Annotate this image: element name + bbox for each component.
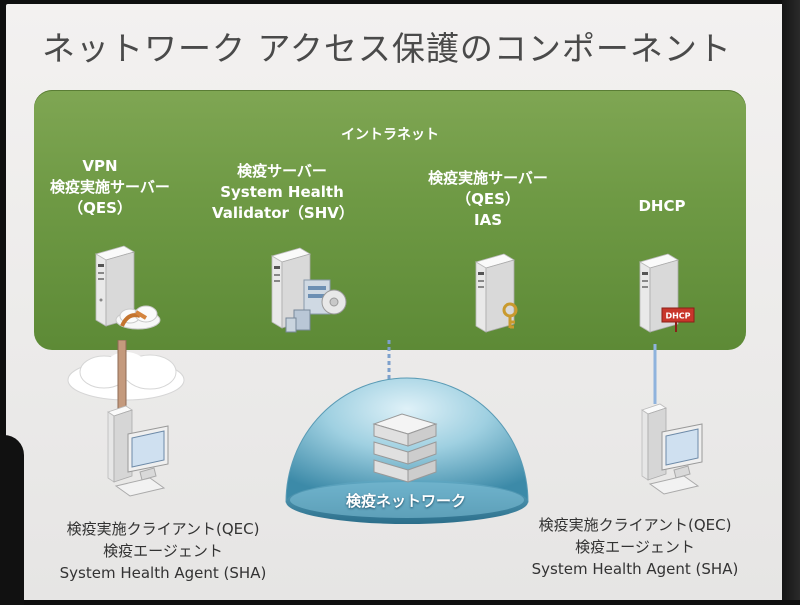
vpn-server-label-line3: （QES） bbox=[68, 199, 132, 217]
left-client-label-line2: 検疫エージェント bbox=[103, 542, 223, 560]
ias-server-label-line3: IAS bbox=[474, 211, 502, 229]
shv-server-icon bbox=[271, 247, 347, 333]
right-client-label-line2: 検疫エージェント bbox=[575, 538, 695, 556]
shv-server-label-line3: Validator（SHV） bbox=[212, 204, 354, 222]
vpn-server-label-line2: 検疫実施サーバー bbox=[50, 178, 170, 196]
shv-server-label-line1: 検疫サーバー bbox=[237, 162, 327, 180]
left-client-label: 検疫実施クライアント(QEC) 検疫エージェント System Health A… bbox=[28, 518, 298, 584]
vpn-server-icon bbox=[95, 245, 161, 330]
dhcp-server-label-line1: DHCP bbox=[638, 197, 686, 215]
ias-server-label-line1: 検疫実施サーバー bbox=[428, 169, 548, 187]
ias-server-icon bbox=[475, 253, 518, 333]
right-client-label-line1: 検疫実施クライアント(QEC) bbox=[538, 516, 732, 534]
quarantine-server-stack-icon bbox=[372, 413, 438, 483]
quarantine-link-dotted bbox=[387, 340, 391, 382]
left-client-label-line1: 検疫実施クライアント(QEC) bbox=[66, 520, 260, 538]
left-client-computer-icon bbox=[107, 405, 169, 497]
dhcp-server-label: DHCP bbox=[622, 196, 702, 217]
projector-edge bbox=[782, 0, 800, 600]
shv-server-label: 検疫サーバー System Health Validator（SHV） bbox=[212, 161, 354, 224]
right-client-label: 検疫実施クライアント(QEC) 検疫エージェント System Health A… bbox=[500, 514, 770, 580]
dhcp-badge-text: DHCP bbox=[665, 312, 690, 321]
right-client-computer-icon bbox=[641, 403, 703, 495]
quarantine-network-dome bbox=[285, 377, 529, 524]
quarantine-network-label: 検疫ネットワーク bbox=[345, 492, 466, 510]
ias-server-label-line2: （QES） bbox=[456, 190, 520, 208]
vpn-server-label: VPN 検疫実施サーバー （QES） bbox=[50, 156, 170, 219]
dhcp-server-icon: DHCP bbox=[639, 253, 695, 333]
vpn-tunnel bbox=[67, 340, 185, 411]
audience-silhouette bbox=[0, 435, 24, 605]
shv-server-label-line2: System Health bbox=[220, 183, 344, 201]
vpn-server-label-line1: VPN bbox=[82, 157, 118, 175]
left-client-label-line3: System Health Agent (SHA) bbox=[59, 564, 267, 582]
ias-server-label: 検疫実施サーバー （QES） IAS bbox=[418, 168, 558, 231]
intranet-panel: イントラネット bbox=[34, 90, 746, 350]
dhcp-client-link bbox=[653, 344, 657, 404]
intranet-label: イントラネット bbox=[341, 127, 439, 143]
right-client-label-line3: System Health Agent (SHA) bbox=[531, 560, 739, 578]
slide-screen: ネットワーク アクセス保護のコンポーネント イントラネット VPN 検疫実施サー… bbox=[6, 4, 784, 600]
slide-title: ネットワーク アクセス保護のコンポーネント bbox=[42, 29, 732, 68]
